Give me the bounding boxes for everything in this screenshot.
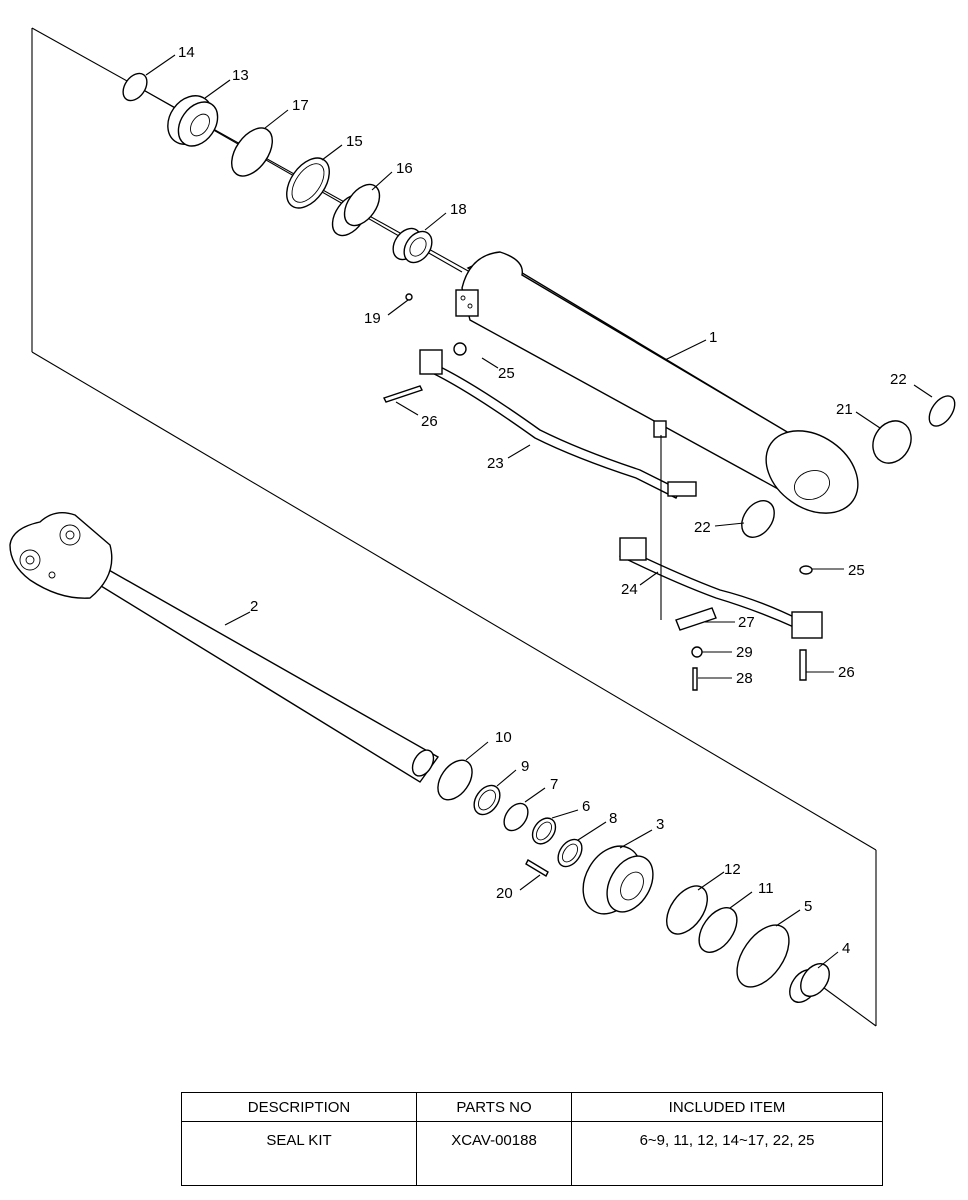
column-header-included-item: INCLUDED ITEM: [571, 1092, 883, 1122]
part-20-bolt: [525, 859, 549, 877]
part-26-bolt-upper: [383, 385, 423, 403]
callout-label: 25: [848, 562, 865, 579]
callout-label: 28: [736, 670, 753, 687]
part-22-ring-center: [741, 500, 775, 538]
callout-label: 10: [495, 729, 512, 746]
column-header-parts-no: PARTS NO: [416, 1092, 572, 1122]
callout-label: 27: [738, 614, 755, 631]
callout-label: 1: [709, 329, 717, 346]
part-16-bushing: [331, 183, 381, 237]
part-25-o-ring-lower: [799, 565, 813, 575]
part-29-washer: [691, 646, 703, 658]
part-12-ring: [666, 885, 708, 935]
callout-label: 11: [758, 880, 774, 897]
callout-label: 21: [836, 401, 853, 418]
part-7-ring: [503, 802, 529, 832]
leader-lines: [145, 54, 933, 969]
part-13-piston: [167, 95, 219, 147]
part-23-pipe: [419, 349, 697, 499]
callout-label: 23: [487, 455, 504, 472]
column-header-description: DESCRIPTION: [181, 1092, 417, 1122]
part-28-bolt: [692, 667, 698, 691]
part-3-rod-cover: [582, 845, 654, 915]
callout-label: 7: [550, 776, 558, 793]
part-11-ring: [698, 907, 738, 953]
part-24-pipe: [619, 537, 823, 639]
callout-label: 20: [496, 885, 513, 902]
cell-parts-no: XCAV-00188: [416, 1121, 572, 1186]
callout-label: 17: [292, 97, 309, 114]
callout-label: 24: [621, 581, 638, 598]
seal-kit-table: DESCRIPTION PARTS NO INCLUDED ITEM SEAL …: [181, 1092, 883, 1186]
callout-label: 25: [498, 365, 515, 382]
callout-label: 18: [450, 201, 467, 218]
callout-label: 26: [421, 413, 438, 430]
cell-included-item: 6~9, 11, 12, 14~17, 22, 25: [571, 1121, 883, 1186]
part-6-ring: [531, 817, 557, 845]
table-header-row: DESCRIPTION PARTS NO INCLUDED ITEM: [181, 1092, 883, 1122]
callout-label: 15: [346, 133, 363, 150]
callout-label: 22: [694, 519, 711, 536]
callout-label: 26: [838, 664, 855, 681]
part-25-o-ring-upper: [453, 342, 467, 356]
part-4-bushing: [789, 963, 830, 1003]
callout-label: 4: [842, 940, 850, 957]
part-21-bushing: [872, 420, 912, 464]
part-15-ring: [286, 157, 330, 209]
callout-label: 8: [609, 810, 617, 827]
callout-label: 12: [724, 861, 741, 878]
cell-description: SEAL KIT: [181, 1121, 417, 1186]
callout-label: 22: [890, 371, 907, 388]
part-22-ring-right: [928, 395, 956, 427]
callout-label: 16: [396, 160, 413, 177]
callout-label: 19: [364, 310, 381, 327]
callout-label: 13: [232, 67, 249, 84]
table-row: SEAL KIT XCAV-00188 6~9, 11, 12, 14~17, …: [181, 1121, 883, 1186]
callout-label: 5: [804, 898, 812, 915]
part-2-piston-rod: [9, 512, 440, 783]
part-19-grease-fitting: [405, 293, 413, 301]
part-17-ring: [231, 127, 273, 177]
part-1-cylinder-tube: [455, 251, 859, 514]
part-8-seal: [557, 838, 583, 868]
part-27-clamp: [675, 607, 717, 631]
callout-label: 29: [736, 644, 753, 661]
part-5-ring: [736, 924, 790, 988]
callout-label: 14: [178, 44, 195, 61]
part-9-seal: [473, 784, 501, 816]
callout-label: 3: [656, 816, 664, 833]
part-10-ring: [437, 759, 473, 801]
part-18-bushing: [392, 227, 433, 264]
callout-label: 9: [521, 758, 529, 775]
callout-labels: 14 13 17 15 16 18 19 1 25 26 23 21 22 22…: [178, 44, 907, 957]
callout-label: 2: [250, 598, 258, 615]
exploded-parts-diagram: 14 13 17 15 16 18 19 1 25 26 23 21 22 22…: [9, 27, 956, 1027]
callout-label: 6: [582, 798, 590, 815]
part-14-ring: [122, 72, 148, 102]
part-26-bolt-lower: [799, 649, 807, 681]
